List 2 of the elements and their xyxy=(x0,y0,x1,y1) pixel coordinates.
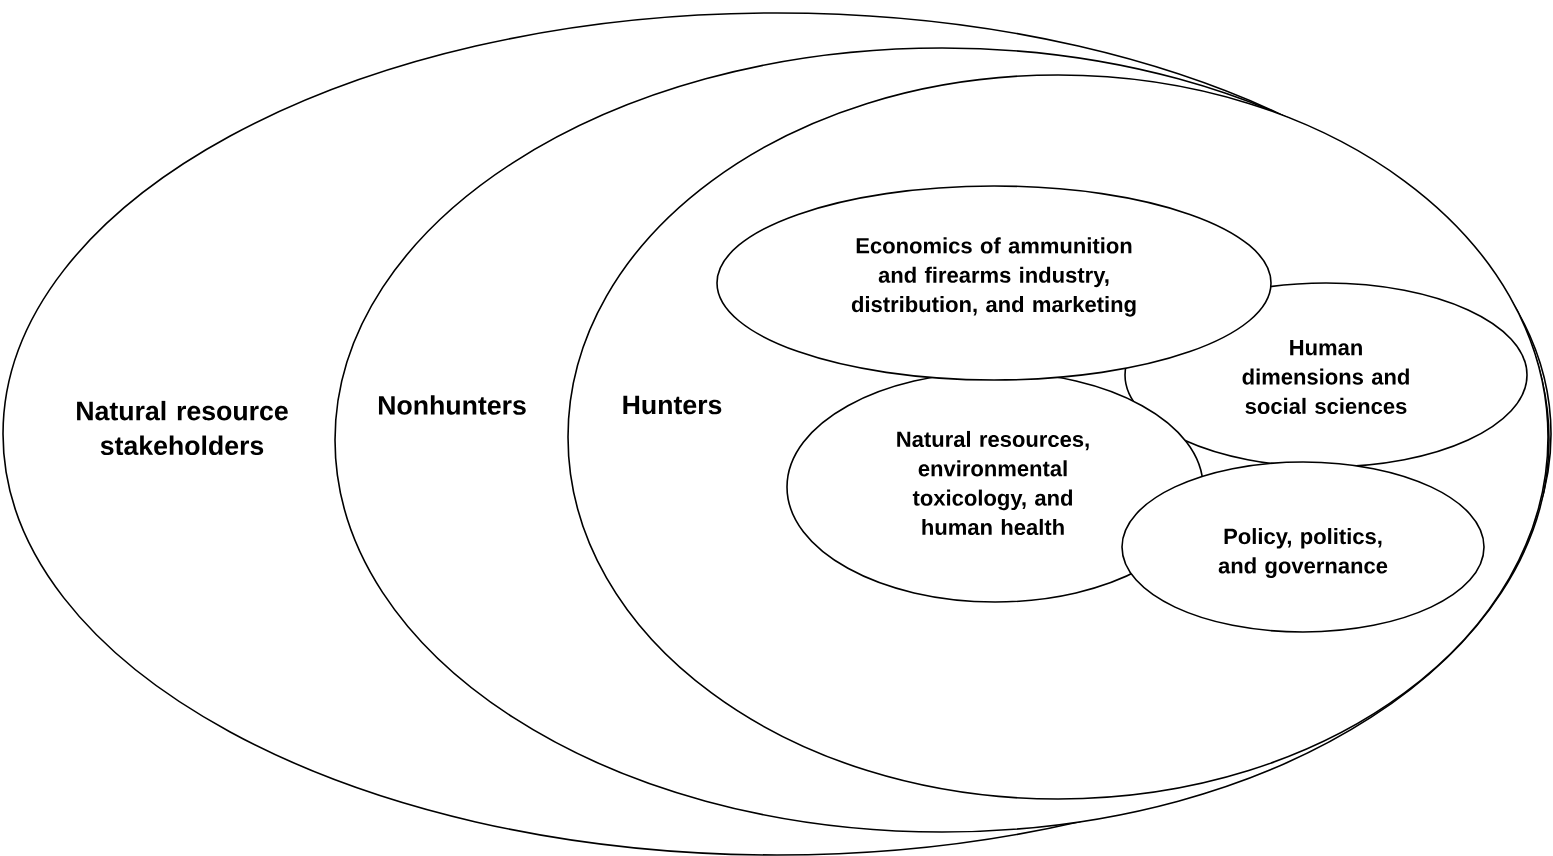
node-label: Nonhunters xyxy=(378,395,526,415)
node-label: Hunters xyxy=(623,395,722,415)
